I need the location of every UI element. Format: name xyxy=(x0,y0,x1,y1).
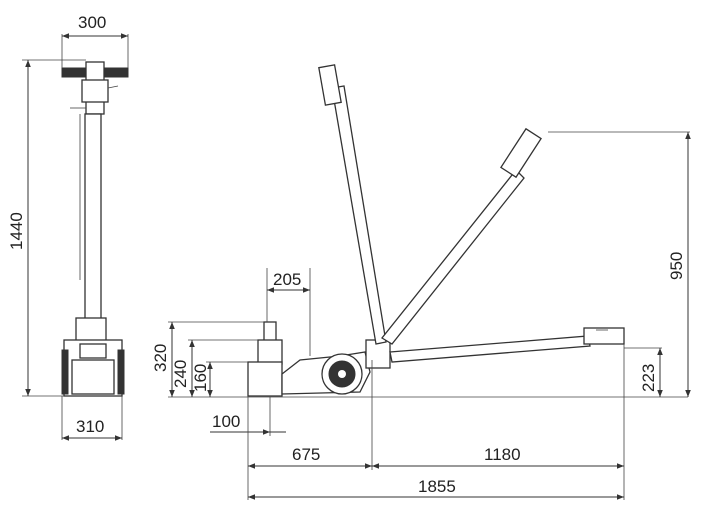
dim-310: 310 xyxy=(76,417,104,436)
dim-205: 205 xyxy=(273,270,301,289)
side-view xyxy=(247,64,625,397)
dim-950: 950 xyxy=(667,252,686,280)
dim-1440: 1440 xyxy=(7,212,26,250)
dim-300: 300 xyxy=(78,13,106,32)
dim-100: 100 xyxy=(212,412,240,431)
dim-160: 160 xyxy=(191,364,210,392)
dimension-labels: 300 1440 310 205 320 240 160 100 950 223… xyxy=(7,13,686,496)
front-dimensions xyxy=(22,33,129,441)
dim-675: 675 xyxy=(292,445,320,464)
dim-240: 240 xyxy=(171,360,190,388)
dim-1855: 1855 xyxy=(418,477,456,496)
dim-223: 223 xyxy=(639,364,658,392)
side-dimensions xyxy=(168,131,691,500)
dim-1180: 1180 xyxy=(484,445,521,464)
dim-320: 320 xyxy=(151,344,170,372)
front-view xyxy=(61,61,129,397)
